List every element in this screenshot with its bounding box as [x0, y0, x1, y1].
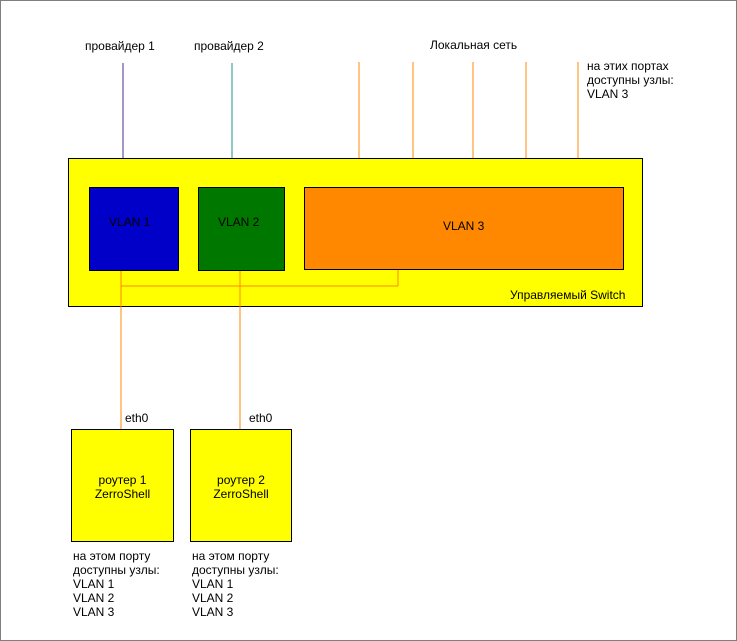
router-1-box	[71, 429, 174, 542]
vlan-3-label: VLAN 3	[443, 219, 485, 233]
router-2-name: роутер 2 ZerroShell	[213, 473, 269, 501]
provider-2-label: провайдер 2	[194, 39, 264, 53]
router-1-port-note: на этом порту доступны узлы: VLAN 1 VLAN…	[73, 549, 160, 619]
vlan-1-label: VLAN 1	[109, 215, 151, 229]
router-2-box	[190, 429, 292, 542]
router-2-port-label: eth0	[249, 411, 273, 425]
vlan-1-box	[89, 187, 179, 271]
vlan-2-label: VLAN 2	[218, 215, 260, 229]
provider-1-label: провайдер 1	[85, 39, 155, 53]
router-1-name: роутер 1 ZerroShell	[94, 473, 151, 501]
switch-label: Управляемый Switch	[510, 288, 626, 302]
vlan3-ports-note: на этих портах доступны узлы: VLAN 3	[587, 59, 674, 101]
vlan-2-box	[198, 187, 285, 271]
vlan-3-box	[304, 187, 624, 270]
router-2-port-note: на этом порту доступны узлы: VLAN 1 VLAN…	[192, 549, 279, 619]
router-1-port-label: eth0	[125, 411, 149, 425]
local-network-label: Локальная сеть	[430, 38, 518, 52]
